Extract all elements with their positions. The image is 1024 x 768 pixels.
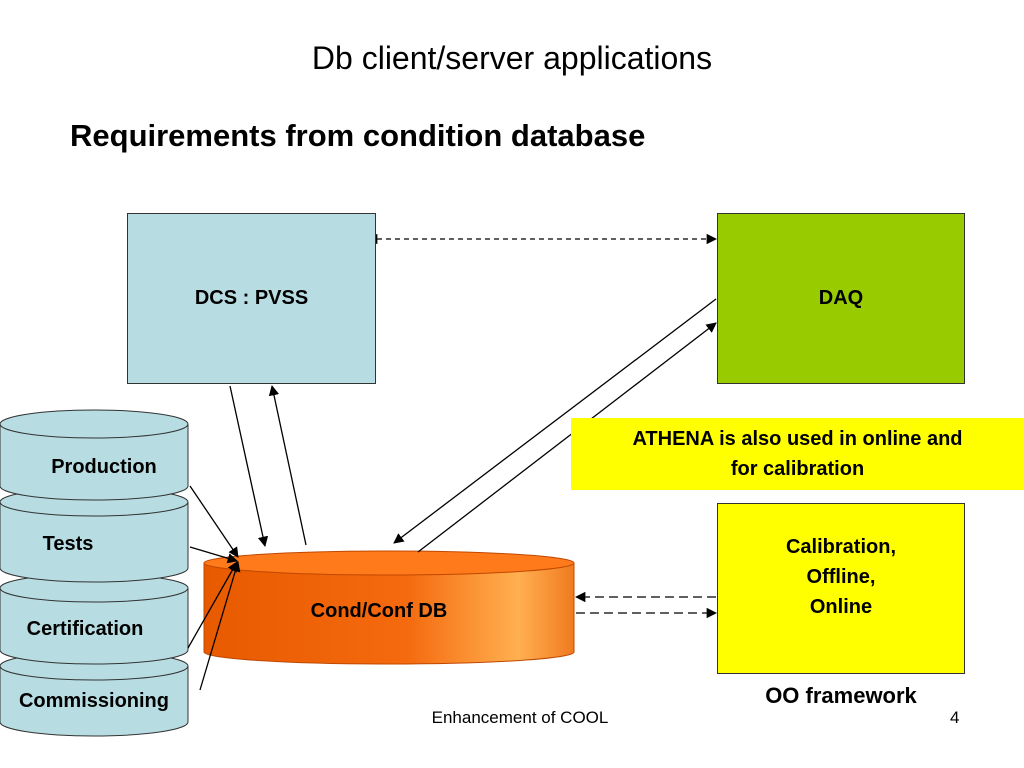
production-label: Production: [51, 456, 157, 478]
slide-title: Db client/server applications: [311, 40, 713, 76]
db-to-daq-arrow: [417, 322, 717, 553]
cond-conf-db-label: Cond/Conf DB: [311, 600, 448, 622]
production-to-db-arrow: [189, 485, 239, 558]
dcs-pvss-box: DCS : PVSS: [127, 213, 376, 384]
athena-note-line-1: ATHENA is also used in online and: [632, 428, 963, 450]
certification-label: Certification: [27, 618, 144, 640]
daq-to-db-arrow: [393, 298, 717, 544]
athena-note: ATHENA is also used in online and for ca…: [571, 418, 1024, 490]
dcs-pvss-label: DCS : PVSS: [194, 287, 309, 309]
calibration-line-2: Offline,: [806, 566, 876, 588]
daq-label: DAQ: [818, 287, 864, 309]
tests-label: Tests: [43, 533, 94, 555]
page-number: 4: [950, 708, 960, 727]
production-cylinder: [0, 409, 189, 501]
db-to-dcs-arrow: [268, 384, 307, 546]
cond-conf-db-cylinder: [203, 550, 575, 665]
commissioning-to-db-arrow: [199, 561, 241, 691]
tests-to-db-arrow: [189, 546, 238, 564]
athena-note-line-2: for calibration: [730, 458, 865, 480]
calibration-line-3: Online: [809, 596, 873, 618]
daq-box: DAQ: [717, 213, 965, 384]
commissioning-label: Commissioning: [19, 690, 169, 712]
dcs-to-db-arrow: [229, 385, 269, 548]
calibration-line-1: Calibration,: [785, 536, 896, 558]
footer-title: Enhancement of COOL: [431, 708, 609, 727]
slide-subtitle: Requirements from condition database: [70, 118, 646, 153]
certification-cylinder: [0, 573, 189, 665]
oo-framework-label: OO framework: [765, 683, 917, 708]
calibration-box: Calibration, Offline, Online: [717, 503, 965, 674]
certification-to-db-arrow: [187, 561, 238, 649]
tests-cylinder: [0, 487, 189, 583]
